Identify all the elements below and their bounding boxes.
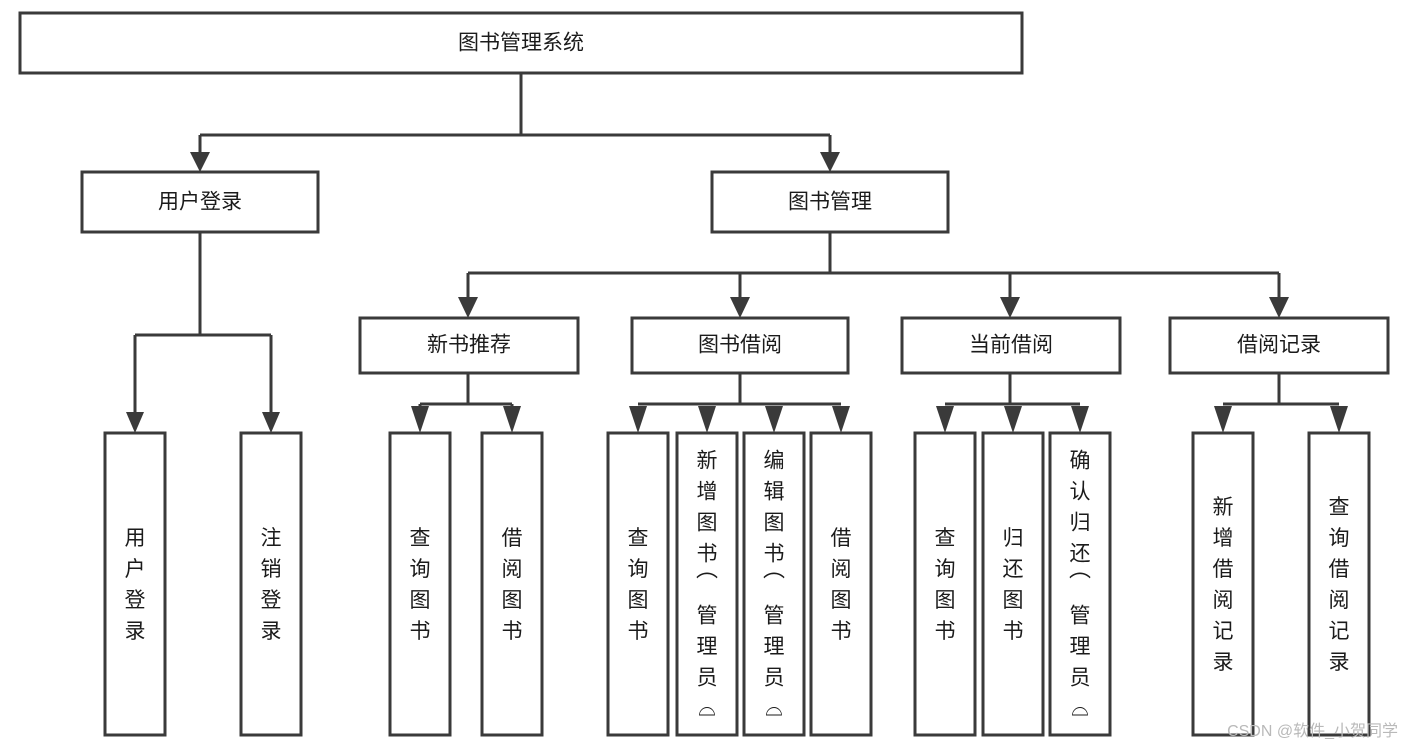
node-user-login-label: 用户登录 (158, 191, 242, 214)
arrow-head-leaf-query-book-2 (629, 406, 647, 433)
node-leaf-user-login-box[interactable] (103, 431, 167, 737)
node-leaf-edit-book-box[interactable] (742, 431, 806, 737)
arrow-head-book-manage (820, 152, 840, 172)
node-leaf-query-record[interactable]: 查询借阅记录 (1307, 431, 1371, 737)
node-leaf-edit-book[interactable]: 编辑图书⌒管理员⌓ (742, 431, 806, 737)
node-user-login[interactable]: 用户登录 (80, 170, 320, 234)
node-leaf-borrow-book-2-label: 借阅图书 (831, 527, 852, 643)
node-leaf-logout-login-label: 注销登录 (261, 527, 282, 643)
node-current-borrow-box[interactable] (900, 316, 1122, 375)
node-leaf-borrow-book-2[interactable]: 借阅图书 (809, 431, 873, 737)
arrow-head-leaf-add-record (1214, 406, 1232, 433)
node-leaf-add-book-label: 新增图书⌒管理员⌓ (696, 450, 718, 721)
node-new-book-recommend-box[interactable] (358, 316, 580, 375)
arrow-head-leaf-confirm-return (1071, 406, 1089, 433)
node-leaf-query-book-2-label: 查询图书 (628, 527, 649, 643)
arrow-head-leaf-query-book-3 (936, 406, 954, 433)
node-book-borrow-label: 图书借阅 (698, 334, 782, 357)
node-book-manage[interactable]: 图书管理 (710, 170, 950, 234)
node-leaf-user-login[interactable]: 用户登录 (103, 431, 167, 737)
node-leaf-query-book-3-label: 查询图书 (935, 527, 956, 643)
node-leaf-edit-book-label: 编辑图书⌒管理员⌓ (763, 450, 785, 721)
arrow-head-book-borrow (730, 297, 750, 318)
node-leaf-add-record[interactable]: 新增借阅记录 (1191, 431, 1255, 737)
node-leaf-query-record-label: 查询借阅记录 (1329, 496, 1350, 674)
arrow-head-leaf-borrow-book-1 (503, 406, 521, 433)
node-leaf-return-book-label: 归还图书 (1003, 527, 1024, 643)
node-user-login-box[interactable] (80, 170, 320, 234)
arrow-head-leaf-return-book (1004, 406, 1022, 433)
node-leaf-confirm-return-box[interactable] (1048, 431, 1112, 737)
arrow-head-leaf-user-login (126, 412, 144, 433)
node-root-box[interactable] (18, 11, 1024, 75)
node-leaf-add-record-label: 新增借阅记录 (1213, 496, 1234, 674)
node-borrow-record-box[interactable] (1168, 316, 1390, 375)
arrow-head-user-login (190, 152, 210, 172)
node-book-borrow[interactable]: 图书借阅 (630, 316, 850, 375)
node-leaf-logout-login[interactable]: 注销登录 (239, 431, 303, 737)
node-leaf-query-book-3-box[interactable] (913, 431, 977, 737)
node-borrow-record-label: 借阅记录 (1237, 334, 1321, 357)
node-leaf-confirm-return[interactable]: 确认归还⌒管理员⌓ (1048, 431, 1112, 737)
node-current-borrow[interactable]: 当前借阅 (900, 316, 1122, 375)
arrow-head-leaf-borrow-book-2 (832, 406, 850, 433)
node-leaf-add-book-box[interactable] (675, 431, 739, 737)
node-leaf-confirm-return-label: 确认归还⌒管理员⌓ (1069, 450, 1091, 721)
node-leaf-query-book-2[interactable]: 查询图书 (606, 431, 670, 737)
node-borrow-record[interactable]: 借阅记录 (1168, 316, 1390, 375)
node-leaf-borrow-book-1[interactable]: 借阅图书 (480, 431, 544, 737)
node-book-manage-box[interactable] (710, 170, 950, 234)
node-leaf-borrow-book-1-box[interactable] (480, 431, 544, 737)
arrow-head-borrow-record (1269, 297, 1289, 318)
node-leaf-return-book-box[interactable] (981, 431, 1045, 737)
node-leaf-borrow-book-2-box[interactable] (809, 431, 873, 737)
node-leaf-query-book-2-box[interactable] (606, 431, 670, 737)
node-leaf-query-book-1-box[interactable] (388, 431, 452, 737)
node-leaf-user-login-label: 用户登录 (125, 527, 146, 643)
arrow-head-leaf-add-book (698, 406, 716, 433)
watermark-label: CSDN @软件_小贺同学 (1227, 722, 1398, 740)
node-leaf-query-book-3[interactable]: 查询图书 (913, 431, 977, 737)
node-leaf-query-book-1[interactable]: 查询图书 (388, 431, 452, 737)
connector-layer (126, 73, 1348, 433)
node-root[interactable]: 图书管理系统 (18, 11, 1024, 75)
node-book-borrow-box[interactable] (630, 316, 850, 375)
arrow-head-leaf-query-record (1330, 406, 1348, 433)
node-new-book-recommend-label: 新书推荐 (427, 334, 511, 357)
arrow-head-leaf-logout-login (262, 412, 280, 433)
node-leaf-logout-login-box[interactable] (239, 431, 303, 737)
node-leaf-query-book-1-label: 查询图书 (410, 527, 431, 643)
node-root-label: 图书管理系统 (458, 32, 584, 55)
arrow-head-leaf-query-book-1 (411, 406, 429, 433)
node-leaf-query-record-box[interactable] (1307, 431, 1371, 737)
node-leaf-return-book[interactable]: 归还图书 (981, 431, 1045, 737)
node-leaf-add-record-box[interactable] (1191, 431, 1255, 737)
node-leaf-borrow-book-1-label: 借阅图书 (502, 527, 523, 643)
node-leaf-add-book[interactable]: 新增图书⌒管理员⌓ (675, 431, 739, 737)
node-book-manage-label: 图书管理 (788, 191, 872, 214)
node-current-borrow-label: 当前借阅 (969, 334, 1053, 357)
node-new-book-recommend[interactable]: 新书推荐 (358, 316, 580, 375)
arrow-head-current-borrow (1000, 297, 1020, 318)
arrow-head-new-book-recommend (458, 297, 478, 318)
arrow-head-leaf-edit-book (765, 406, 783, 433)
